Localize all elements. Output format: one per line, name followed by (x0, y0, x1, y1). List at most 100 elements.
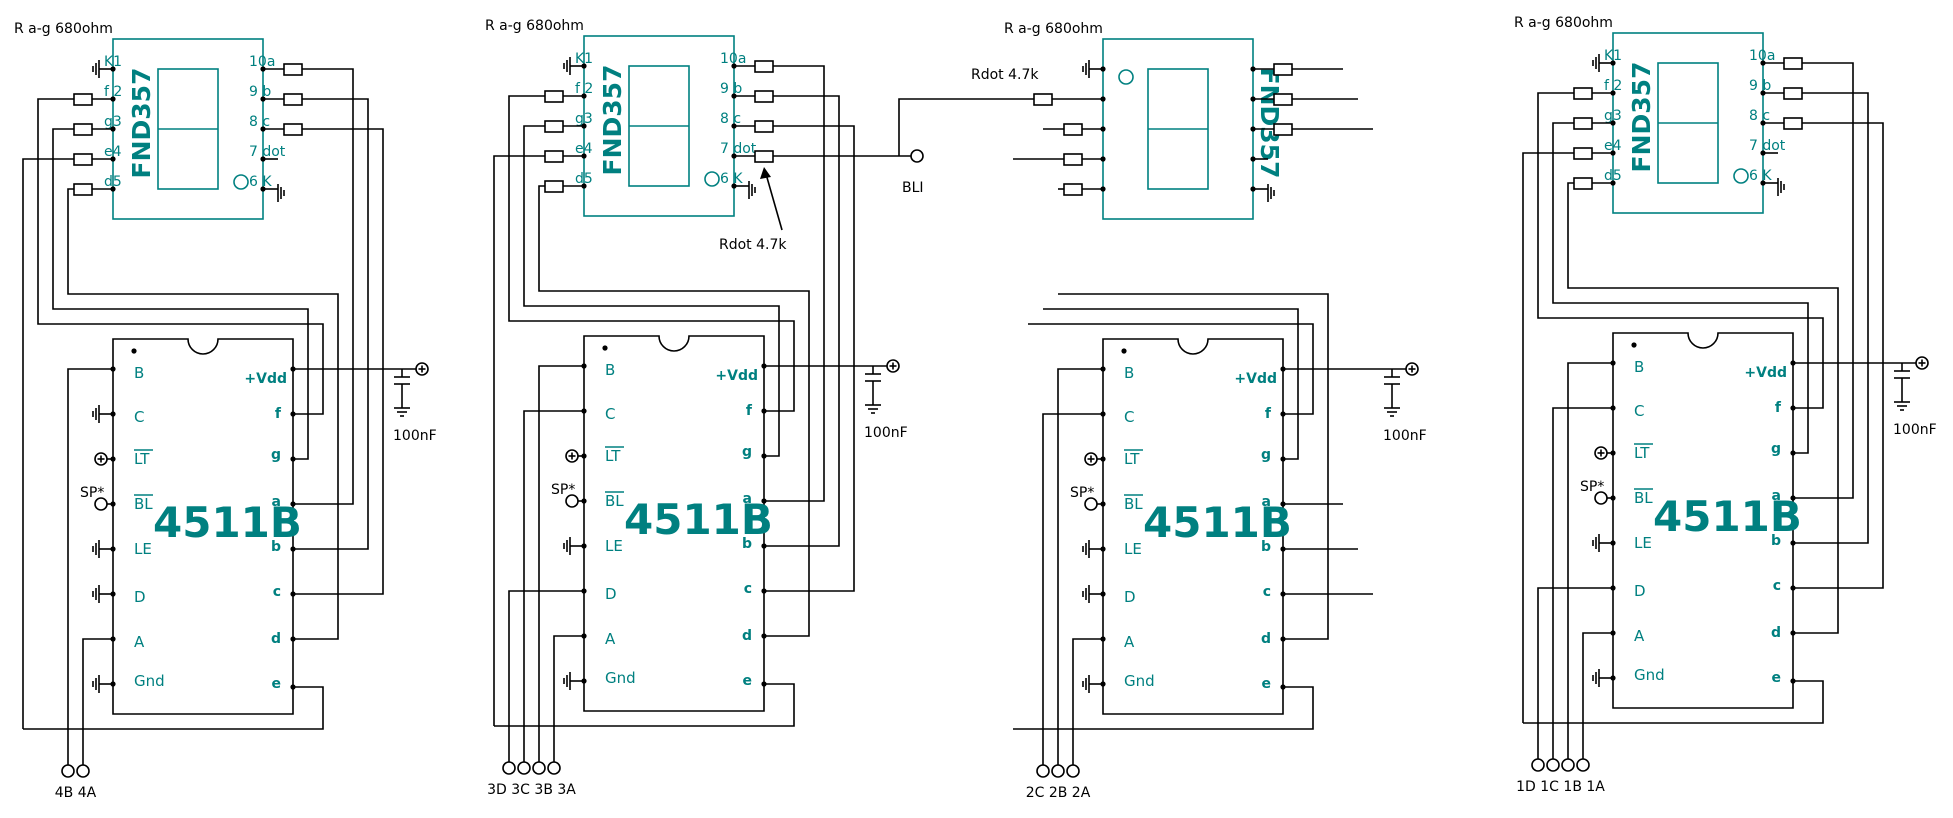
ic-pin-label-right: c (1773, 578, 1781, 594)
fnd-pin-label-left: K1 (575, 51, 593, 67)
segment-wire (1793, 92, 1869, 544)
segment-wire (1793, 122, 1884, 589)
blanking-terminal[interactable] (1594, 491, 1608, 505)
ic-pin-label-left: D (1124, 588, 1136, 606)
resistor (1573, 177, 1593, 190)
resistor (754, 120, 774, 133)
blanking-terminal[interactable] (565, 494, 579, 508)
input-terminal-C[interactable] (1036, 764, 1050, 778)
ground-icon (92, 540, 113, 558)
segment-wire (1537, 92, 1824, 409)
fnd-pin-label-right: 10a (1749, 48, 1775, 64)
ic-pin-label-left: A (1124, 633, 1135, 651)
ic-pin-label-left: D (134, 588, 146, 606)
ic-pin-label-right: f (1775, 400, 1782, 416)
ic-pin-label-right: e (1772, 670, 1782, 686)
input-wire-B (538, 365, 584, 762)
resistor (73, 153, 93, 166)
circled-plus-icon (565, 449, 579, 463)
ic-pin-label-left: BL (605, 492, 624, 510)
input-terminal-D[interactable] (502, 761, 516, 775)
input-terminal-B[interactable] (532, 761, 546, 775)
fnd-pin-label-left: g3 (104, 114, 122, 130)
resistor (283, 123, 303, 136)
resistor (1273, 63, 1293, 76)
ic-pin-label-left: C (605, 405, 615, 423)
ic-pin-label-left: Gnd (1634, 666, 1665, 684)
input-wire-B (1057, 368, 1103, 765)
input-wire-A (1072, 638, 1103, 765)
ic-pin-label-right: b (1771, 533, 1781, 549)
ground-icon (734, 181, 756, 199)
input-wire-B (67, 368, 113, 765)
ic-part-label: 4511B (153, 498, 302, 547)
input-labels: 2C 2B 2A (1026, 785, 1091, 801)
ic-pin-label-right: c (744, 581, 752, 597)
ic-pin-label-right: g (271, 447, 281, 463)
ground-icon (92, 60, 113, 78)
ic-pin-label-right: e (272, 676, 282, 692)
input-terminal-B[interactable] (1561, 758, 1575, 772)
fnd-pin-label-right: 6 K (720, 171, 743, 187)
ic-pin-label-left: LT (1124, 450, 1140, 468)
resistor (544, 120, 564, 133)
ic-pin-label-right: +Vdd (715, 368, 758, 384)
input-terminal-B[interactable] (1051, 764, 1065, 778)
input-terminal-A[interactable] (1066, 764, 1080, 778)
fnd-pin-label-left: g3 (575, 111, 593, 127)
bli-terminal[interactable] (910, 149, 924, 163)
ic-pin-label-right: +Vdd (1744, 365, 1787, 381)
ic-pin-label-right: +Vdd (244, 371, 287, 387)
ic-pin-label-left: D (605, 585, 617, 603)
ic-pin-label-right: f (1265, 406, 1272, 422)
rdot-label: Rdot 4.7k (719, 237, 787, 253)
input-terminal-A[interactable] (76, 764, 90, 778)
resistor (1273, 123, 1293, 136)
ground-icon (1384, 407, 1400, 417)
resistor (283, 63, 303, 76)
ic-body (1102, 338, 1284, 715)
resistor-value-label: R a-g 680ohm (1514, 15, 1613, 31)
fnd-pin-label-right: 8 c (249, 114, 270, 130)
resistor (1063, 183, 1083, 196)
resistor (1573, 147, 1593, 160)
input-terminal-A[interactable] (547, 761, 561, 775)
pin1-marker (1631, 342, 1637, 348)
input-labels: 3D 3C 3B 3A (487, 782, 576, 798)
segment-e-wire (493, 155, 545, 726)
fnd-pin-label-right: 7 dot (249, 144, 286, 160)
panel-3: R a-g 680ohmFND357BCLTBLLEDAGnd+Vddfgabc… (971, 21, 1427, 801)
ground-icon (1894, 401, 1910, 411)
ground-icon (92, 405, 113, 423)
ic-pin-label-right: g (1771, 441, 1781, 457)
fnd-pin-label-left: K1 (104, 54, 122, 70)
ic-pin-label-left: LE (1634, 534, 1652, 552)
fnd-pin-label-right: 8 c (720, 111, 741, 127)
ic-pin-label-right: +Vdd (1234, 371, 1277, 387)
ground-icon (92, 675, 113, 693)
resistor (73, 123, 93, 136)
ground-icon (394, 407, 410, 417)
ic-pin-label-left: LT (134, 450, 150, 468)
resistor (1783, 117, 1803, 130)
input-terminal-A[interactable] (1576, 758, 1590, 772)
input-terminal-C[interactable] (1546, 758, 1560, 772)
ic-pin-label-left: Gnd (134, 672, 165, 690)
input-terminal-C[interactable] (517, 761, 531, 775)
ic-pin-label-left: A (605, 630, 616, 648)
fnd-pin-label-left: f 2 (575, 81, 593, 97)
display-part-label: FND357 (1255, 68, 1284, 179)
resistor (754, 150, 774, 163)
blanking-terminal[interactable] (94, 497, 108, 511)
resistor-value-label: R a-g 680ohm (1004, 21, 1103, 37)
ic-pin-label-right: e (1262, 676, 1272, 692)
ic-pin-label-left: B (134, 364, 144, 382)
input-terminal-B[interactable] (61, 764, 75, 778)
segment-wire (764, 125, 855, 592)
pin1-marker (131, 348, 137, 354)
input-terminal-D[interactable] (1531, 758, 1545, 772)
blanking-terminal[interactable] (1084, 497, 1098, 511)
ground-icon (1082, 675, 1103, 693)
resistor (1063, 123, 1083, 136)
